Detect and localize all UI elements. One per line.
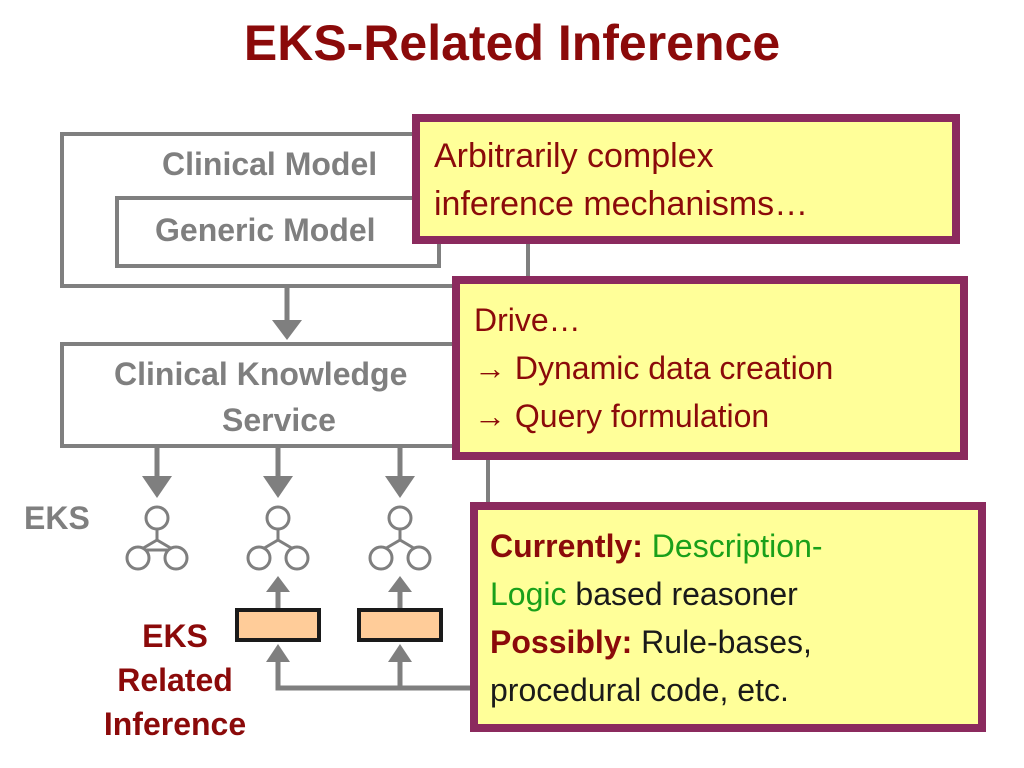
eks-tree-icon-3 [368, 505, 432, 571]
callout-drive-line3: Query formulation [514, 398, 770, 434]
cks-label-line2: Service [222, 402, 336, 438]
inference-box-1 [235, 608, 321, 642]
clinical-model-label: Clinical Model [162, 146, 378, 182]
callout-mechanisms-line1: Arbitrarily complex [434, 137, 714, 175]
generic-model-label: Generic Model [155, 212, 376, 248]
arrow-inference-to-eks-3 [388, 576, 412, 608]
callout-mechanisms: Arbitrarily complex inference mechanisms… [412, 114, 960, 244]
currently-green-part2: Logic [490, 576, 567, 612]
possibly-label: Possibly: [490, 624, 633, 660]
arrow-right-icon: → [474, 350, 515, 386]
feedback-loop [275, 660, 488, 691]
callout-reasoner-line3: Possibly: Rule-bases, [490, 618, 978, 666]
callout-drive: Drive… → Dynamic data creation → Query f… [452, 276, 968, 460]
callout-drive-line3-row: → Query formulation [474, 392, 960, 440]
inference-box-2 [357, 608, 443, 642]
eks-tree-icon-1 [125, 505, 189, 571]
callout-drive-line1: Drive… [474, 302, 581, 338]
arrow-inference-to-eks-2 [266, 576, 290, 608]
callout-reasoner-line2: Logic based reasoner [490, 570, 978, 618]
cks-label-line1: Clinical Knowledge [114, 356, 408, 392]
eks-label: EKS [24, 500, 90, 536]
currently-green-part1: Description- [651, 528, 823, 564]
callout-drive-line2: Dynamic data creation [514, 350, 834, 386]
arrow-cks-to-eks-3 [385, 448, 415, 498]
eks-tree-icon-2 [246, 505, 310, 571]
callout-reasoner: Currently: Description- Logic based reas… [470, 502, 986, 732]
arrow-cks-to-eks-2 [263, 448, 293, 498]
callout-reasoner-line1: Currently: Description- [490, 522, 978, 570]
inference-label-line1: EKS [142, 618, 208, 654]
feedback-arrow-2 [388, 644, 412, 662]
callout-reasoner-line4: procedural code, etc. [490, 672, 789, 708]
arrow-model-to-cks [272, 288, 302, 340]
slide-title: EKS-Related Inference [243, 15, 781, 71]
feedback-arrow-1 [266, 644, 290, 662]
callout-drive-line2-row: → Dynamic data creation [474, 344, 960, 392]
inference-label-line3: Inference [103, 706, 247, 742]
currently-label: Currently: [490, 528, 643, 564]
currently-rest: based reasoner [566, 576, 798, 612]
arrow-right-icon: → [474, 398, 515, 434]
inference-label-line2: Related [117, 662, 233, 698]
possibly-rest-line1: Rule-bases, [632, 624, 812, 660]
eks-related-inference-label: EKS Related Inference [70, 614, 280, 746]
arrow-cks-to-eks-1 [142, 448, 172, 498]
callout-mechanisms-line2: inference mechanisms… [434, 185, 809, 223]
